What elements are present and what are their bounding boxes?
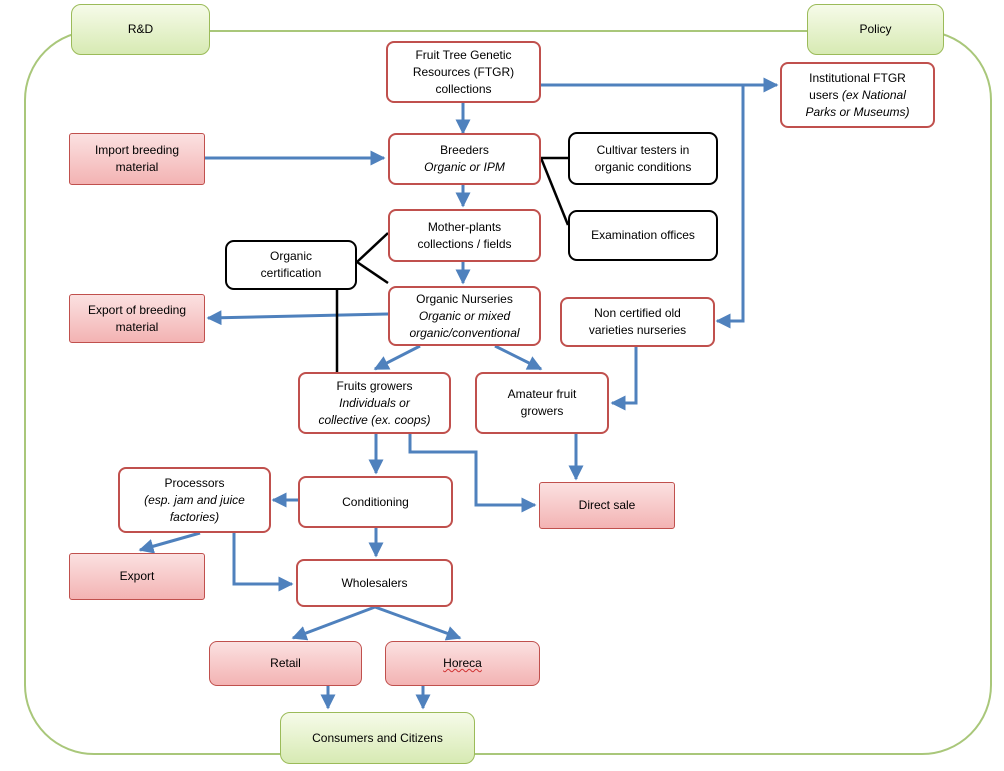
- organic-certification-box: Organic certification: [225, 240, 357, 290]
- rd-label-text: R&D: [127, 22, 154, 36]
- examination-text: Examination offices: [591, 228, 695, 242]
- growers-title: Fruits growers: [336, 378, 413, 393]
- processors-subtitle-1: (esp. jam and juice: [144, 492, 245, 507]
- institutional-users-box: Institutional FTGR users (ex National Pa…: [780, 62, 935, 128]
- wholesalers-box: Wholesalers: [296, 559, 453, 607]
- wholesalers-text: Wholesalers: [341, 575, 408, 590]
- nurseries-subtitle-1: Organic or mixed: [418, 308, 511, 323]
- growers-subtitle-1: Individuals or: [339, 395, 410, 410]
- export-breeding-box: Export of breeding material: [69, 294, 205, 343]
- direct-sale-box: Direct sale: [539, 482, 675, 529]
- examination-offices-box: Examination offices: [568, 210, 718, 261]
- non-certified-nurseries-box: Non certified old varieties nurseries: [560, 297, 715, 347]
- mother-line-2: collections / fields: [417, 236, 512, 251]
- retail-box: Retail: [209, 641, 362, 686]
- institutional-line-3: Parks or Museums): [805, 104, 910, 119]
- nurseries-title: Organic Nurseries: [416, 291, 513, 306]
- cultivar-testers-box: Cultivar testers in organic conditions: [568, 132, 718, 185]
- export-box: Export: [69, 553, 205, 600]
- institutional-line-2-plain: users: [809, 87, 842, 102]
- horeca-box: Horeca: [385, 641, 540, 686]
- line-certification-to-nurseries: [356, 260, 389, 285]
- growers-subtitle-2: collective (ex. coops): [318, 412, 431, 427]
- amateur-line-1: Amateur fruit: [507, 387, 577, 401]
- arrow-nurseries-to-amateur: [494, 344, 543, 371]
- mother-line-1: Mother-plants: [427, 219, 502, 234]
- ftgr-line-3: collections: [435, 81, 492, 96]
- breeders-title: Breeders: [440, 143, 489, 157]
- nurseries-subtitle-2: organic/conventional: [409, 325, 520, 340]
- arrow-growers-to-direct-sale: [408, 434, 537, 513]
- mother-plants-box: Mother-plants collections / fields: [388, 209, 541, 262]
- consumers-text: Consumers and Citizens: [312, 730, 443, 745]
- processors-box: Processors (esp. jam and juice factories…: [118, 467, 271, 533]
- processors-subtitle-2: factories): [169, 509, 220, 524]
- certification-line-2: certification: [260, 266, 322, 280]
- retail-text: Retail: [270, 656, 301, 670]
- ftgr-line-2: Resources (FTGR): [412, 64, 515, 79]
- direct-sale-text: Direct sale: [578, 498, 636, 512]
- fruit-growers-box: Fruits growers Individuals or collective…: [298, 372, 451, 434]
- line-breeders-to-examination: [539, 157, 570, 226]
- policy-label: Policy: [807, 4, 944, 55]
- consumers-box: Consumers and Citizens: [280, 712, 475, 764]
- institutional-line-1: Institutional FTGR: [809, 70, 906, 85]
- policy-label-text: Policy: [859, 22, 892, 36]
- breeders-box: Breeders Organic or IPM: [388, 133, 541, 185]
- arrow-noncertified-to-amateur: [610, 347, 638, 411]
- arrow-wholesalers-to-horeca: [374, 605, 462, 641]
- arrow-ftgr-to-noncertified: [715, 85, 745, 329]
- ftgr-line-1: Fruit Tree Genetic: [415, 47, 512, 62]
- processors-title: Processors: [164, 475, 225, 490]
- line-certification-to-mother: [356, 232, 389, 263]
- arrow-processors-to-export: [138, 531, 201, 554]
- arrow-nurseries-to-growers: [373, 344, 421, 371]
- conditioning-text: Conditioning: [342, 494, 409, 509]
- arrow-processors-to-wholesalers: [232, 533, 294, 592]
- import-breeding-box: Import breeding material: [69, 133, 205, 185]
- arrow-wholesalers-to-retail: [291, 605, 376, 641]
- export-breeding-line-2: material: [115, 319, 159, 334]
- outer-frame: [24, 30, 992, 755]
- export-text: Export: [119, 569, 155, 583]
- horeca-text: Horeca: [443, 656, 482, 670]
- certification-line-1: Organic: [269, 249, 313, 263]
- institutional-line-2-italic: (ex National: [841, 87, 906, 102]
- import-line-1: Import breeding: [94, 143, 180, 157]
- testers-line-1: Cultivar testers in: [596, 142, 690, 157]
- conditioning-box: Conditioning: [298, 476, 453, 528]
- import-line-2: material: [115, 160, 159, 174]
- arrow-nurseries-to-export-breeding: [206, 310, 389, 326]
- noncertified-line-1: Non certified old: [594, 306, 681, 320]
- organic-nurseries-box: Organic Nurseries Organic or mixed organ…: [388, 286, 541, 346]
- amateur-line-2: growers: [520, 404, 564, 418]
- export-breeding-line-1: Export of breeding: [87, 302, 187, 317]
- rd-label: R&D: [71, 4, 210, 55]
- noncertified-line-2: varieties nurseries: [588, 323, 687, 337]
- breeders-subtitle: Organic or IPM: [424, 160, 505, 174]
- ftgr-collections-box: Fruit Tree Genetic Resources (FTGR) coll…: [386, 41, 541, 103]
- amateur-growers-box: Amateur fruit growers: [475, 372, 609, 434]
- testers-line-2: organic conditions: [594, 159, 692, 174]
- institutional-line-2: users (ex National: [809, 87, 906, 104]
